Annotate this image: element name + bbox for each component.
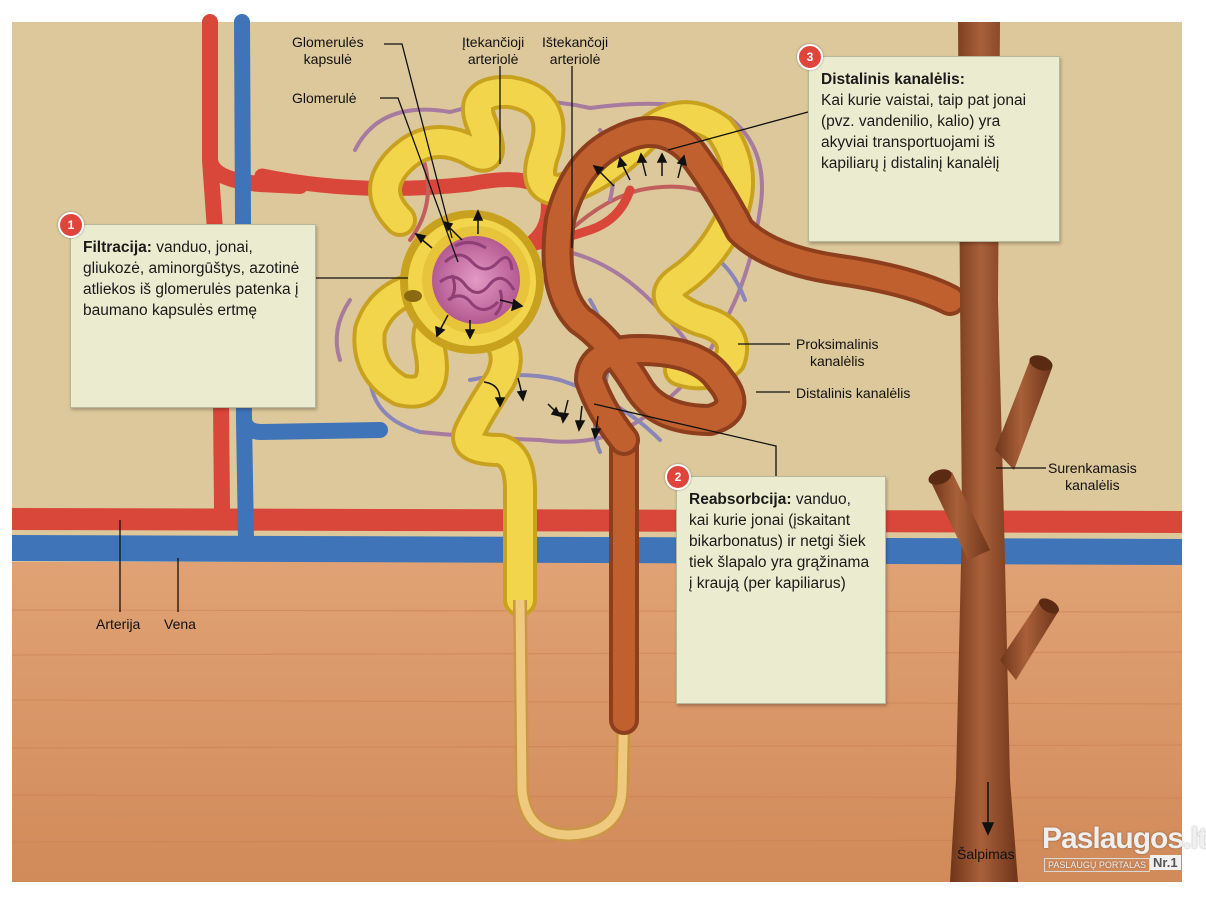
label-distal-tubule: Distalinis kanalėlis xyxy=(796,385,911,401)
filtration-text: vanduo, jonai, gliukozė, aminorgūštys, a… xyxy=(83,239,300,319)
reabsorption-text: vanduo, kai kurie jonai (įskaitant bikar… xyxy=(689,491,870,592)
watermark-brand: Paslaugos.lt xyxy=(1042,822,1206,855)
leader-lines xyxy=(119,43,1046,612)
efferent-arteriole xyxy=(515,185,635,255)
reabsorption-title: Reabsorbcija: xyxy=(689,491,792,508)
label-afferent-arteriole: Įtekančioji arteriolė xyxy=(462,34,525,67)
badge-1: 1 xyxy=(58,212,84,238)
glomerulus xyxy=(432,236,520,324)
badge-2: 2 xyxy=(665,464,691,490)
filtration-box: Filtracija: vanduo, jonai, gliukozė, ami… xyxy=(70,224,316,408)
label-collecting-duct: Surenkamasis kanalėlis xyxy=(1048,460,1137,493)
label-artery: Arterija xyxy=(96,616,141,632)
vein-horizontal xyxy=(11,535,1183,565)
badge-3: 3 xyxy=(797,44,823,70)
label-efferent-arteriole: Ištekančoji arteriolė xyxy=(542,34,609,67)
label-glomeruli-capsule: Glomerulės kapsulė xyxy=(292,34,364,67)
label-proximal-tubule: Proksimalinis kanalėlis xyxy=(796,336,879,369)
distal-box-text: Kai kurie vaistai, taip pat jonai (pvz. … xyxy=(821,92,1027,172)
watermark-tagline: PASLAUGŲ PORTALAS xyxy=(1044,858,1151,872)
filtration-title: Filtracija: xyxy=(83,239,152,256)
reabsorption-box: Reabsorbcija: vanduo, kai kurie jonai (į… xyxy=(676,476,886,704)
vein-vertical xyxy=(234,14,388,546)
loop-of-henle xyxy=(507,425,639,843)
distal-box-title: Distalinis kanalėlis: xyxy=(821,71,965,88)
watermark-rank: Nr.1 xyxy=(1150,855,1181,870)
distal-tubule xyxy=(541,116,966,456)
label-urine: Šalpimas xyxy=(957,846,1015,862)
label-vein: Vena xyxy=(164,616,196,632)
artery-horizontal xyxy=(11,508,1183,533)
label-glomerulus: Glomerulė xyxy=(292,90,357,106)
flow-arrows xyxy=(414,152,995,836)
distal-box: Distalinis kanalėlis: Kai kurie vaistai,… xyxy=(808,56,1060,242)
